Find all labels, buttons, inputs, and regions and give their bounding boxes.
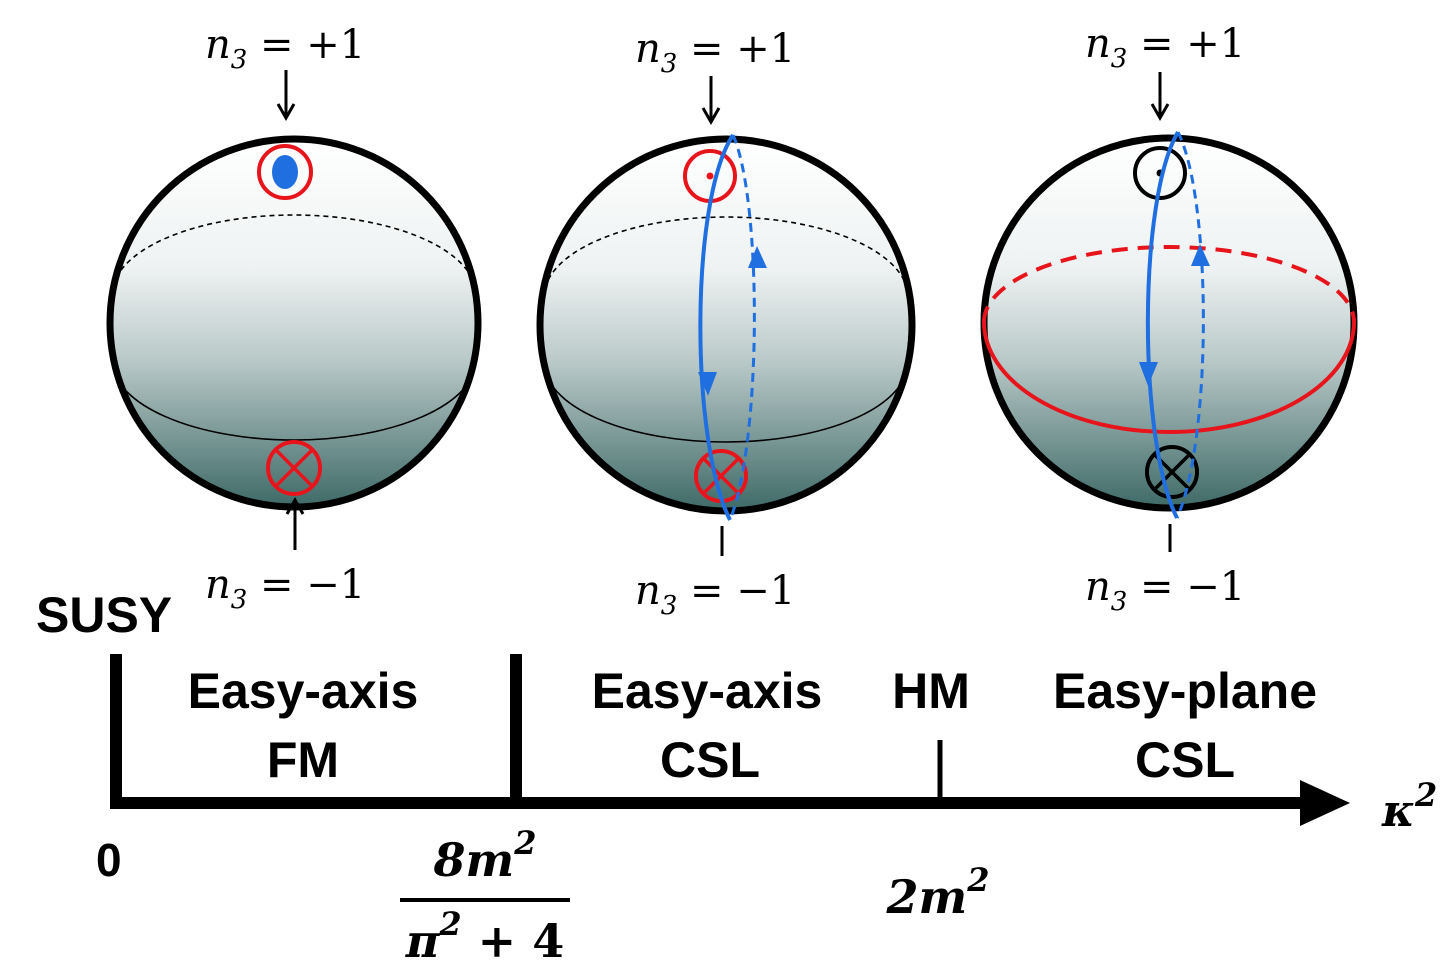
south-cross-line-b bbox=[274, 448, 314, 488]
bottom-label-n3-minus1: n3 = −1 bbox=[635, 568, 795, 621]
sphere-easy-axis-fm: n3 = +1 n3 = −1 bbox=[106, 22, 482, 615]
tick-zero: 0 bbox=[96, 834, 122, 886]
bottom-label-n3-minus1: n3 = −1 bbox=[205, 562, 365, 615]
blue-loop-back-dashed bbox=[728, 134, 756, 521]
north-pole-circle bbox=[257, 144, 313, 200]
sphere-body bbox=[106, 135, 482, 511]
sphere-easy-axis-csl: n3 = +1 n3 = −1 bbox=[536, 26, 916, 621]
sphere-easy-plane-csl: n3 = +1 n3 = −1 bbox=[980, 21, 1358, 617]
tick-boundary1-fraction: 8m2 π2 + 4 bbox=[400, 824, 570, 963]
north-pole-blue-dot bbox=[272, 155, 298, 189]
top-arrowhead bbox=[276, 103, 296, 122]
equator-front bbox=[543, 361, 909, 443]
tick-boundary2: 2m2 bbox=[886, 861, 990, 924]
phase-2-line2: CSL bbox=[660, 732, 760, 788]
top-label-n3-plus1: n3 = +1 bbox=[205, 22, 365, 75]
top-label-n3-plus1: n3 = +1 bbox=[1085, 21, 1245, 74]
susy-label: SUSY bbox=[36, 587, 172, 643]
fraction-numerator: 8m2 bbox=[433, 824, 537, 887]
phase-1-line2: FM bbox=[267, 732, 339, 788]
bottom-arrowhead bbox=[285, 496, 305, 515]
top-label-n3-plus1: n3 = +1 bbox=[635, 26, 795, 79]
bottom-label-n3-minus1: n3 = −1 bbox=[1085, 564, 1245, 617]
top-arrowhead bbox=[701, 107, 721, 126]
blue-loop-back-dashed bbox=[1175, 131, 1205, 519]
equator-front-red bbox=[982, 321, 1356, 434]
kappa-squared-label: κ2 bbox=[1381, 776, 1437, 837]
equator-front bbox=[111, 359, 477, 441]
blue-arrow-down bbox=[698, 372, 717, 396]
blue-arrow-up bbox=[1191, 244, 1210, 266]
kappa-axis-arrowhead bbox=[1300, 780, 1350, 826]
fraction-denominator: π2 + 4 bbox=[405, 905, 565, 963]
south-pole-cross-circle bbox=[1145, 445, 1199, 499]
south-cross-line-b bbox=[702, 457, 740, 495]
north-pole-circle bbox=[1133, 146, 1187, 200]
top-arrowhead bbox=[1150, 103, 1170, 122]
phase-2-line1: Easy-axis bbox=[592, 663, 823, 719]
phase-4-line2: CSL bbox=[1135, 732, 1235, 788]
south-cross-line-b bbox=[1153, 453, 1191, 491]
blue-loop-front bbox=[1145, 130, 1180, 519]
blue-arrow-up bbox=[748, 246, 767, 268]
blue-loop-front bbox=[698, 133, 735, 521]
phase-hm-label: HM bbox=[892, 663, 970, 719]
phase-4-line1: Easy-plane bbox=[1053, 663, 1317, 719]
south-pole-cross-circle bbox=[266, 440, 322, 496]
north-pole-dot bbox=[706, 172, 714, 180]
phase-1-line1: Easy-axis bbox=[188, 663, 419, 719]
sphere-body bbox=[980, 134, 1358, 512]
equator-back-dashed-red bbox=[982, 245, 1356, 323]
phase-axis: SUSY Easy-axis FM Easy-axis CSL HM Easy-… bbox=[36, 587, 1437, 963]
blue-arrow-down bbox=[1139, 362, 1158, 386]
